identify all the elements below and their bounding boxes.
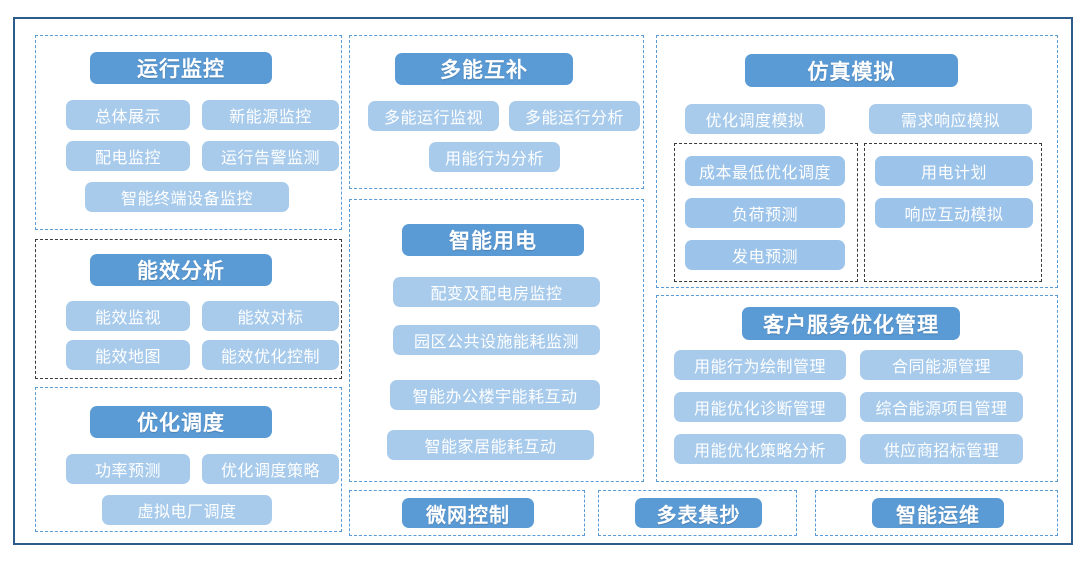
item-yongneng-xingwei-fenxi[interactable]: 用能行为分析 bbox=[429, 142, 560, 172]
group-title-zhineng-yunwei: 智能运维 bbox=[872, 498, 1004, 528]
item-xinnengyuan-jiankong[interactable]: 新能源监控 bbox=[202, 100, 339, 130]
item-yongneng-youhua-celve-fenxi[interactable]: 用能优化策略分析 bbox=[674, 434, 846, 464]
diagram-outer-frame: 运行监控 总体展示 新能源监控 配电监控 运行告警监测 智能终端设备监控 能效分… bbox=[13, 17, 1073, 545]
group-title-yunxing-jiankong: 运行监控 bbox=[90, 52, 272, 84]
item-xuni-dianchang-diaodu[interactable]: 虚拟电厂调度 bbox=[102, 495, 272, 525]
item-zonghe-nengyuan-xiangmu-guanli[interactable]: 综合能源项目管理 bbox=[860, 392, 1023, 422]
item-zhineng-zhongduan-shebei-jiankong[interactable]: 智能终端设备监控 bbox=[85, 182, 289, 212]
group-yunxing-jiankong[interactable]: 运行监控 总体展示 新能源监控 配电监控 运行告警监测 智能终端设备监控 bbox=[35, 35, 342, 230]
item-yunxing-gaojing-jiance[interactable]: 运行告警监测 bbox=[202, 141, 339, 171]
group-title-kehu-fuwu: 客户服务优化管理 bbox=[742, 307, 960, 340]
item-peibian-peidianfang-jiankong[interactable]: 配变及配电房监控 bbox=[393, 277, 600, 307]
item-gonglv-yuce[interactable]: 功率预测 bbox=[66, 454, 190, 484]
group-title-duobiao-jichao: 多表集抄 bbox=[635, 498, 762, 528]
item-yuanqu-gonggong-sheshi-nenghao-jiance[interactable]: 园区公共设施能耗监测 bbox=[393, 325, 600, 355]
item-yongdian-jihua[interactable]: 用电计划 bbox=[875, 156, 1033, 186]
item-nengxiao-ditu[interactable]: 能效地图 bbox=[66, 340, 190, 370]
group-title-zhineng-yongdian: 智能用电 bbox=[402, 224, 584, 256]
item-youhua-diaodu-celve[interactable]: 优化调度策略 bbox=[202, 454, 339, 484]
subgroup-fangzhen-sub-left[interactable]: 成本最低优化调度 负荷预测 发电预测 bbox=[674, 143, 858, 282]
item-duoneng-yunxing-jianshi[interactable]: 多能运行监视 bbox=[368, 101, 499, 131]
item-nengxiao-youhua-kongzhi[interactable]: 能效优化控制 bbox=[202, 340, 339, 370]
item-xiangying-hudong-moni[interactable]: 响应互动模拟 bbox=[875, 198, 1033, 228]
group-title-weiwang-kongzhi: 微网控制 bbox=[402, 498, 534, 528]
item-zhineng-jiaju-nenghao-hudong[interactable]: 智能家居能耗互动 bbox=[387, 430, 594, 460]
item-zhineng-bangong-louyu-nenghao-hudong[interactable]: 智能办公楼宇能耗互动 bbox=[390, 380, 600, 410]
item-yongneng-youhua-zhenduan-guanli[interactable]: 用能优化诊断管理 bbox=[674, 392, 846, 422]
group-nengxiao-fenxi[interactable]: 能效分析 能效监视 能效对标 能效地图 能效优化控制 bbox=[35, 239, 342, 379]
group-title-youhua-diaodu: 优化调度 bbox=[90, 406, 272, 438]
group-zhineng-yunwei[interactable]: 智能运维 bbox=[815, 490, 1058, 536]
item-fuhe-yuce[interactable]: 负荷预测 bbox=[685, 198, 845, 228]
item-nengxiao-duibiao[interactable]: 能效对标 bbox=[202, 301, 339, 331]
group-weiwang-kongzhi[interactable]: 微网控制 bbox=[349, 490, 585, 536]
item-hetong-nengyuan-guanli[interactable]: 合同能源管理 bbox=[860, 350, 1023, 380]
subgroup-fangzhen-sub-right[interactable]: 用电计划 响应互动模拟 bbox=[864, 143, 1042, 282]
item-chengben-zuidi-youhua-diaodu[interactable]: 成本最低优化调度 bbox=[685, 156, 845, 186]
group-kehu-fuwu[interactable]: 客户服务优化管理 用能行为绘制管理 合同能源管理 用能优化诊断管理 综合能源项目… bbox=[656, 295, 1058, 482]
group-title-nengxiao-fenxi: 能效分析 bbox=[90, 254, 272, 286]
item-gongyingshang-zhaobiao-guanli[interactable]: 供应商招标管理 bbox=[860, 434, 1023, 464]
item-duoneng-yunxing-fenxi[interactable]: 多能运行分析 bbox=[509, 101, 640, 131]
group-title-fangzhen-moni: 仿真模拟 bbox=[745, 54, 958, 87]
item-zongti-zhanshi[interactable]: 总体展示 bbox=[66, 100, 190, 130]
item-nengxiao-jianshi[interactable]: 能效监视 bbox=[66, 301, 190, 331]
group-youhua-diaodu[interactable]: 优化调度 功率预测 优化调度策略 虚拟电厂调度 bbox=[35, 387, 342, 532]
item-youhua-diaodu-moni[interactable]: 优化调度模拟 bbox=[685, 104, 825, 134]
item-yongneng-xingwei-huizhi-guanli[interactable]: 用能行为绘制管理 bbox=[674, 350, 846, 380]
item-xuqiu-xiangying-moni[interactable]: 需求响应模拟 bbox=[869, 104, 1032, 134]
group-duoneng-hubu[interactable]: 多能互补 多能运行监视 多能运行分析 用能行为分析 bbox=[349, 35, 644, 189]
item-fadian-yuce[interactable]: 发电预测 bbox=[685, 240, 845, 270]
item-peidian-jiankong[interactable]: 配电监控 bbox=[66, 141, 190, 171]
group-duobiao-jichao[interactable]: 多表集抄 bbox=[598, 490, 797, 536]
group-title-duoneng-hubu: 多能互补 bbox=[395, 53, 573, 85]
group-fangzhen-moni[interactable]: 仿真模拟 优化调度模拟 需求响应模拟 成本最低优化调度 负荷预测 发电预测 用电… bbox=[656, 35, 1058, 288]
group-zhineng-yongdian[interactable]: 智能用电 配变及配电房监控 园区公共设施能耗监测 智能办公楼宇能耗互动 智能家居… bbox=[349, 199, 644, 482]
